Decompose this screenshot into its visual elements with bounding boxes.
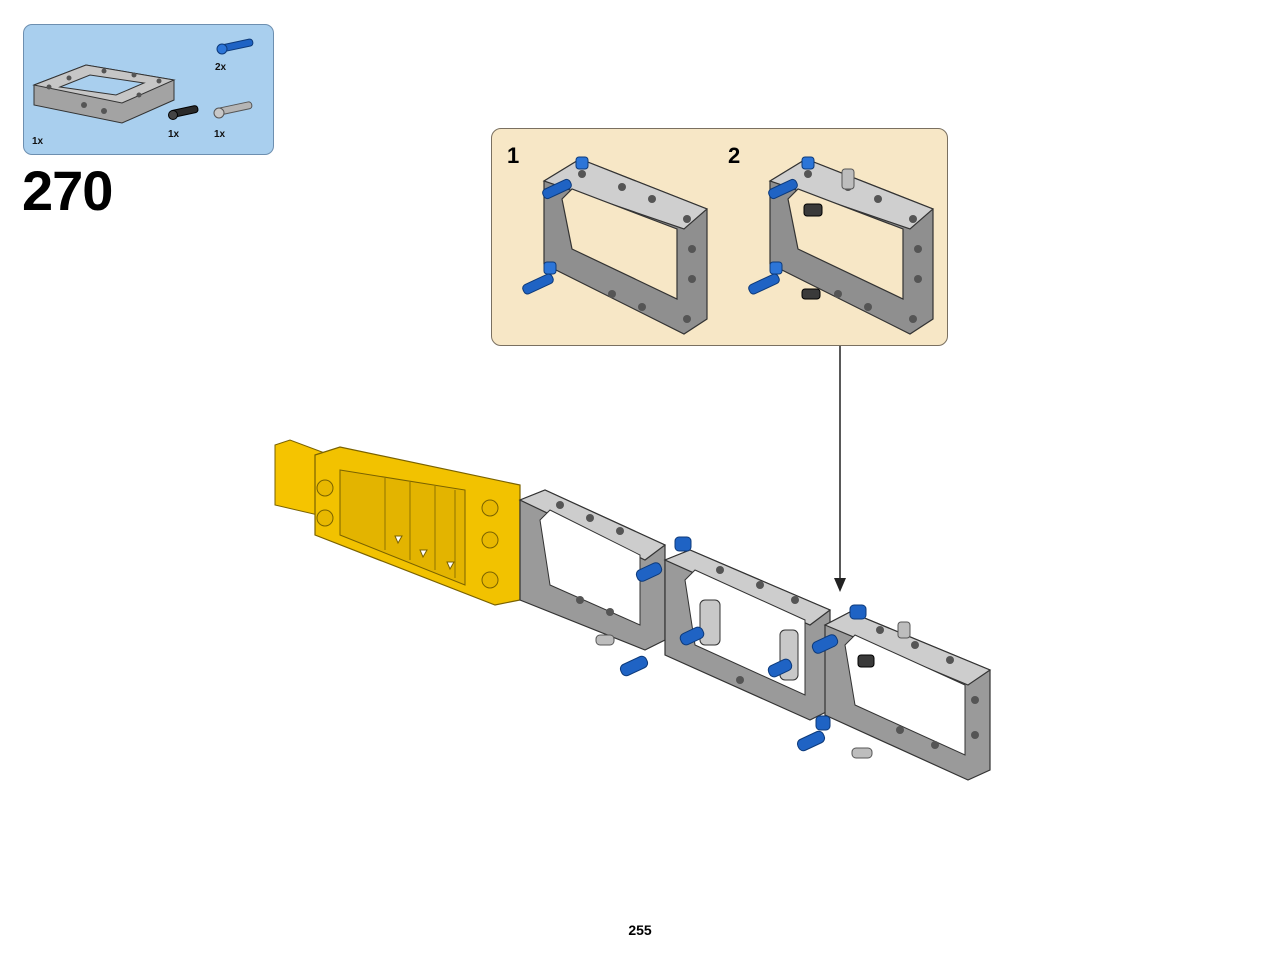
black-pin-icon: [168, 105, 199, 120]
sub-step-2-blue-pin-top: [768, 156, 815, 200]
sub-step-1-label: 1: [507, 143, 520, 168]
step-number: 270: [22, 159, 113, 222]
gray-axle-pin-icon: [213, 101, 253, 119]
parts-list-panel: 1x 2x 1x 1x: [23, 24, 274, 155]
parts-illustration: [32, 38, 254, 124]
frame-a: [518, 489, 667, 651]
sub-step-1-blue-pin-top: [542, 156, 589, 200]
frame-5x7-icon: [32, 64, 176, 124]
page-number: 255: [628, 922, 652, 938]
sub-step-2-label: 2: [728, 143, 741, 168]
frame-c: [823, 611, 992, 781]
sub-step-1-frame: [542, 158, 709, 335]
qty-frame: 1x: [32, 136, 44, 147]
qty-blue-pin: 2x: [215, 62, 227, 73]
placement-arrow: [834, 346, 846, 592]
sub-assembly-panel: 1 2: [491, 128, 948, 346]
sub-step-2-blue-pin-bottom: [748, 261, 783, 295]
frame-b: [663, 549, 832, 721]
main-blue-pins: [619, 536, 867, 752]
sub-step-2-black-pin: [801, 203, 823, 300]
main-gray-pins: [595, 621, 911, 759]
blue-axle-pin-icon: [216, 38, 254, 55]
qty-gray-pin: 1x: [214, 129, 226, 140]
sub-step-2-gray-pin: [841, 168, 855, 190]
sub-assembly-illustration: [522, 156, 935, 335]
qty-black-pin: 1x: [168, 129, 180, 140]
yellow-panel: [274, 439, 521, 606]
sub-step-1-blue-pin-bottom: [522, 261, 557, 295]
